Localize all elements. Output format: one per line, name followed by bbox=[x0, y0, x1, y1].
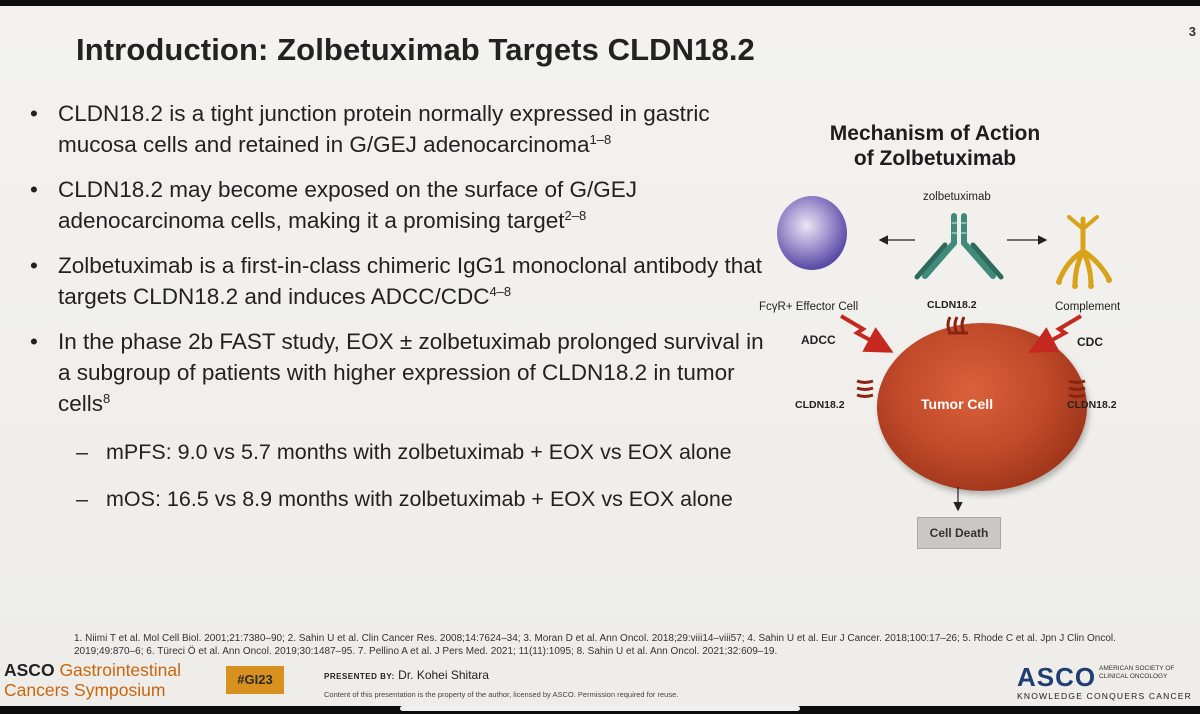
references: 1. Niimi T et al. Mol Cell Biol. 2001;21… bbox=[74, 633, 1116, 657]
bullet-item: CLDN18.2 may become exposed on the surfa… bbox=[30, 174, 770, 236]
sub-bullet-list: –mPFS: 9.0 vs 5.7 months with zolbetuxim… bbox=[58, 437, 770, 515]
hashtag-badge: #GI23 bbox=[226, 666, 284, 694]
effector-label: FcγR+ Effector Cell bbox=[759, 301, 859, 313]
cldn-right-label: CLDN18.2 bbox=[1067, 399, 1117, 411]
cldn-left-label: CLDN18.2 bbox=[795, 399, 845, 411]
sub-bullet-item: –mOS: 16.5 vs 8.9 months with zolbetuxim… bbox=[76, 487, 733, 511]
bullet-item: Zolbetuximab is a first-in-class chimeri… bbox=[30, 250, 770, 312]
slide: 3 Introduction: Zolbetuximab Targets CLD… bbox=[0, 6, 1200, 706]
presenter-line: PRESENTED BY: Dr. Kohei Shitara bbox=[324, 668, 489, 682]
cdc-arrow bbox=[1028, 314, 1083, 353]
cdc-label: CDC bbox=[1077, 335, 1103, 349]
bullet-list: CLDN18.2 is a tight junction protein nor… bbox=[30, 98, 770, 531]
cldn-right-icon bbox=[1068, 379, 1086, 398]
cldn-top-icon bbox=[946, 316, 968, 335]
adcc-label: ADCC bbox=[801, 333, 836, 347]
cldn-left-icon bbox=[856, 379, 874, 398]
complement-label: Complement bbox=[1055, 301, 1121, 313]
asco-gi-logo: ASCO Gastrointestinal Cancers Symposium bbox=[4, 660, 182, 700]
footer: ASCO Gastrointestinal Cancers Symposium … bbox=[0, 658, 1200, 706]
complement-icon bbox=[1056, 215, 1112, 289]
diagram-title: Mechanism of Action of Zolbetuximab bbox=[829, 122, 1041, 170]
page-number: 3 bbox=[1188, 24, 1196, 39]
cldn-top-label: CLDN18.2 bbox=[927, 299, 977, 311]
content-note: Content of this presentation is the prop… bbox=[324, 690, 679, 699]
mechanism-diagram: Mechanism of Action of Zolbetuximab zolb… bbox=[745, 111, 1185, 561]
tumor-cell-label: Tumor Cell bbox=[921, 396, 994, 412]
home-indicator[interactable] bbox=[400, 706, 800, 711]
cell-death-box: Cell Death bbox=[917, 517, 1001, 549]
diagram-shapes bbox=[839, 213, 1112, 512]
asco-logo: ASCO AMERICAN SOCIETY OF CLINICAL ONCOLO… bbox=[1017, 662, 1192, 701]
bullet-item: In the phase 2b FAST study, EOX ± zolbet… bbox=[30, 326, 770, 515]
sub-bullet-item: –mPFS: 9.0 vs 5.7 months with zolbetuxim… bbox=[76, 440, 732, 464]
antibody-icon bbox=[914, 213, 1004, 280]
effector-cell bbox=[777, 196, 847, 270]
slide-title: Introduction: Zolbetuximab Targets CLDN1… bbox=[76, 32, 755, 67]
bullet-item: CLDN18.2 is a tight junction protein nor… bbox=[30, 98, 770, 160]
antibody-label: zolbetuximab bbox=[923, 191, 991, 203]
adcc-arrow bbox=[839, 314, 894, 353]
